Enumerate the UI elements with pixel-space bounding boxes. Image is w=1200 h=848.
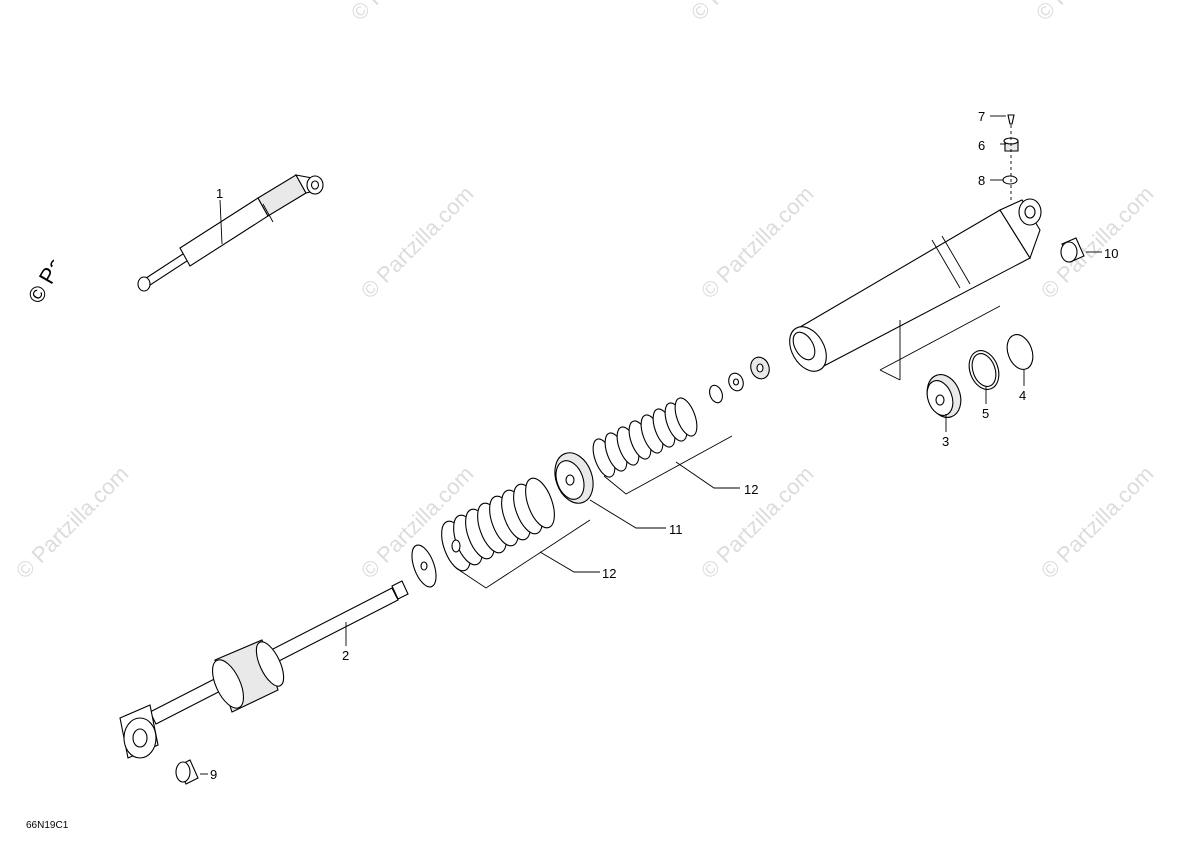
callout-11: 11 bbox=[669, 522, 683, 537]
top-valve-group bbox=[1002, 114, 1019, 200]
callout-1: 1 bbox=[216, 186, 223, 201]
drawing-code: 66N19C1 bbox=[26, 820, 69, 831]
callout-4: 4 bbox=[1019, 388, 1026, 403]
watermark: © Partzilla.com bbox=[11, 461, 134, 584]
part-2-shaft-assembly bbox=[119, 580, 409, 759]
callout-3: 3 bbox=[942, 434, 949, 449]
watermark: © Partzilla.com bbox=[356, 181, 479, 304]
callout-10: 10 bbox=[1104, 246, 1118, 261]
partzilla-side-logo: © Partzilla.com bbox=[23, 167, 54, 308]
part-1-shock-assembly bbox=[137, 174, 324, 292]
bushing-10 bbox=[1060, 237, 1085, 263]
watermark: © Partzilla.com bbox=[1036, 181, 1159, 304]
watermark: © Partzilla.com bbox=[696, 181, 819, 304]
side-logo-text: © Partzilla.com bbox=[23, 167, 54, 308]
leader-lines bbox=[200, 115, 1102, 775]
lower-spring-stack bbox=[411, 477, 591, 589]
callout-12-upper: 12 bbox=[744, 482, 758, 497]
watermark: © Partzilla.com bbox=[346, 0, 469, 26]
callout-9: 9 bbox=[210, 767, 217, 782]
piston bbox=[554, 452, 594, 504]
watermark: © Partzilla.com bbox=[686, 0, 809, 26]
callout-7: 7 bbox=[978, 109, 985, 124]
callouts: 1 2 3 4 5 6 7 8 9 10 11 12 12 bbox=[210, 109, 1118, 782]
washers-and-nut bbox=[709, 356, 770, 404]
shock-body bbox=[789, 198, 1042, 372]
callout-12-lower: 12 bbox=[602, 566, 616, 581]
cap-seal-group bbox=[879, 305, 1034, 418]
watermark: © Partzilla.com bbox=[1031, 0, 1154, 26]
watermark: © Partzilla.com bbox=[696, 461, 819, 584]
upper-spring-stack bbox=[592, 397, 733, 495]
callout-2: 2 bbox=[342, 648, 349, 663]
watermark: © Partzilla.com bbox=[1036, 461, 1159, 584]
callout-6: 6 bbox=[978, 138, 985, 153]
callout-8: 8 bbox=[978, 173, 985, 188]
bushing-9 bbox=[175, 759, 199, 785]
callout-5: 5 bbox=[982, 406, 989, 421]
